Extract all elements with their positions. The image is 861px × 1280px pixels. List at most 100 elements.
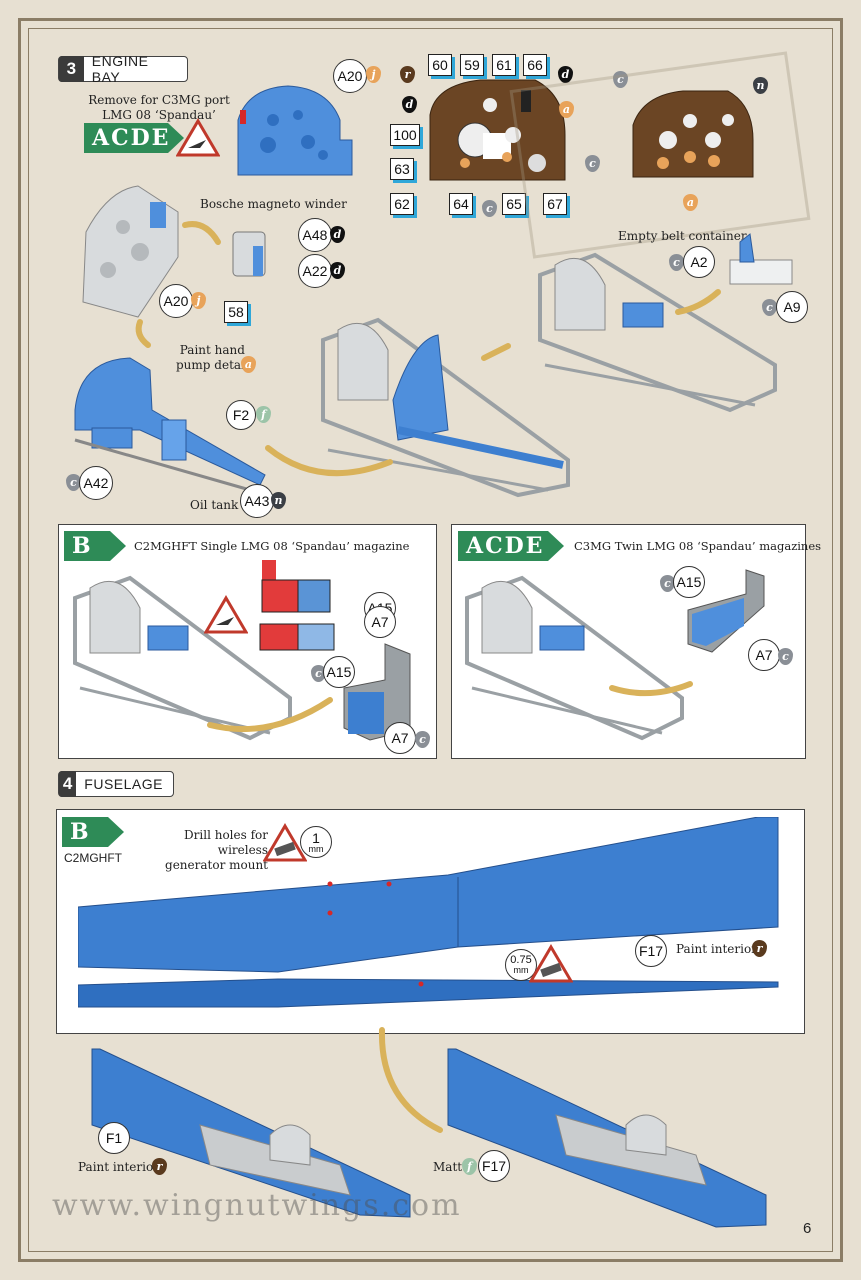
paint-drop-c: c [669,254,684,271]
part-callout-A15: A15 [323,656,355,688]
oil-tank-label: Oil tank [190,498,239,512]
remove-note-line2: LMG 08 ‘Spandau’ [102,108,216,122]
panel-acde-title: C3MG Twin LMG 08 ‘Spandau’ magazines [574,539,822,553]
engine-bay-blue-assembly [74,357,266,492]
paint-drop-j: j [191,292,206,309]
part-callout-A20: A20 [159,284,193,318]
paint-drop-d: d [330,226,345,243]
paint-hand-label: Paint hand pump detail [176,343,249,373]
page-number: 6 [803,1220,812,1237]
paint-hand-line2: pump detail [176,358,249,372]
paint-drop-c: c [660,575,675,592]
belt-container-part [729,233,793,285]
paint-drop-n: n [271,492,286,509]
paint-drop-d: d [330,262,345,279]
step-title: FUSELAGE [84,776,163,792]
paint-drop-a: a [559,101,574,118]
step-number: 3 [59,56,84,82]
variant-badge-acde: ACDE [84,123,184,153]
drill-unit: mm [513,965,529,975]
panel-b-title: C2MGHFT Single LMG 08 ‘Spandau’ magazine [134,539,410,553]
paint-drop-c: c [762,299,777,316]
cockpit-frame-right [538,252,777,413]
step-4-header: 4 FUSELAGE [58,771,174,797]
paint-drop-a: a [683,194,698,211]
fuselage-side-panels-F17 [78,817,779,1008]
twin-magazine-part [687,569,765,653]
drill-warning-icon [529,944,573,983]
step-title: ENGINE BAY [91,53,149,85]
fuselage-assembly-right [447,1048,767,1228]
paint-drop-r: r [152,1158,167,1175]
paint-interior-label: Paint interior [78,1160,159,1174]
part-callout-A7: A7 [748,639,780,671]
decal-64: 64 [449,193,473,215]
bosche-label: Bosche magneto winder [200,197,347,211]
page-frame-outer [18,18,843,1262]
decal-instrument-panel [429,79,566,181]
empty-belt-label: Empty belt container [618,229,747,243]
fuselage-assembly-left [91,1048,411,1218]
part-callout-A42: A42 [79,466,113,500]
drill-size: 0.75 [510,954,532,966]
part-callout-A22: A22 [298,254,332,288]
drill-unit: mm [308,843,324,854]
part-callout-A9: A9 [776,291,808,323]
paint-hand-line1: Paint hand [179,343,245,357]
decal-60: 60 [428,54,452,76]
decal-66: 66 [523,54,547,76]
part-callout-A7: A7 [384,722,416,754]
paint-drop-d: d [402,96,417,113]
step-3-header: 3 ENGINE BAY [58,53,188,85]
part-callout-A48: A48 [298,218,332,252]
variant-code: C2MGHFT [64,851,122,865]
step-number: 4 [59,771,77,797]
paint-drop-c: c [778,648,793,665]
paint-drop-d: d [558,66,573,83]
part-callout-A20: A20 [333,59,367,93]
decal-58: 58 [224,301,248,323]
drill-warning-icon [263,823,307,862]
page-frame-inner [28,28,833,1252]
variant-badge-acde: ACDE [458,531,564,561]
paint-drop-f: f [462,1158,477,1175]
paint-drop-c: c [311,665,326,682]
decal-100: 100 [390,124,420,146]
paint-drop-r: r [400,66,415,83]
part-callout-F2: F2 [226,400,256,430]
paint-drop-a: a [241,356,256,373]
part-callout-F17: F17 [478,1150,510,1182]
remove-note: Remove for C3MG port LMG 08 ‘Spandau’ [84,93,234,123]
part-callout-A2: A2 [683,246,715,278]
paint-drop-c: c [66,474,81,491]
remove-note-line1: Remove for C3MG port [88,93,230,107]
decal-67: 67 [543,193,567,215]
paint-guide-panel [632,90,754,178]
decal-61: 61 [492,54,516,76]
magazine-parts-red-blue [259,560,335,651]
part-callout-A15: A15 [673,566,705,598]
paint-drop-c: c [482,200,497,217]
instrument-panel-part-A20 [237,85,353,176]
decal-63: 63 [390,158,414,180]
part-callout-F1: F1 [98,1122,130,1154]
caution-triangle-icon [204,595,248,634]
decal-65: 65 [502,193,526,215]
paint-interior-label: Paint interior [676,942,757,956]
paint-drop-c: c [415,731,430,748]
drill-size-callout: 0.75 mm [505,949,537,981]
drill-size-callout: 1 mm [300,826,332,858]
instrument-panel-grey [82,185,179,318]
part-callout-F17: F17 [635,935,667,967]
drill-note: Drill holes for wireless generator mount [150,828,268,873]
drill-size: 1 [312,829,320,846]
paint-drop-c: c [585,155,600,172]
drill-note-line2: generator mount [165,858,268,872]
paint-drop-n: n [753,77,768,94]
matt-label: Matt [433,1160,463,1174]
decal-62: 62 [390,193,414,215]
magneto-winder-part [232,231,266,277]
decal-59: 59 [460,54,484,76]
watermark-text: www.wingnutwings.com [52,1188,462,1223]
drill-note-line1: Drill holes for wireless [184,828,268,857]
